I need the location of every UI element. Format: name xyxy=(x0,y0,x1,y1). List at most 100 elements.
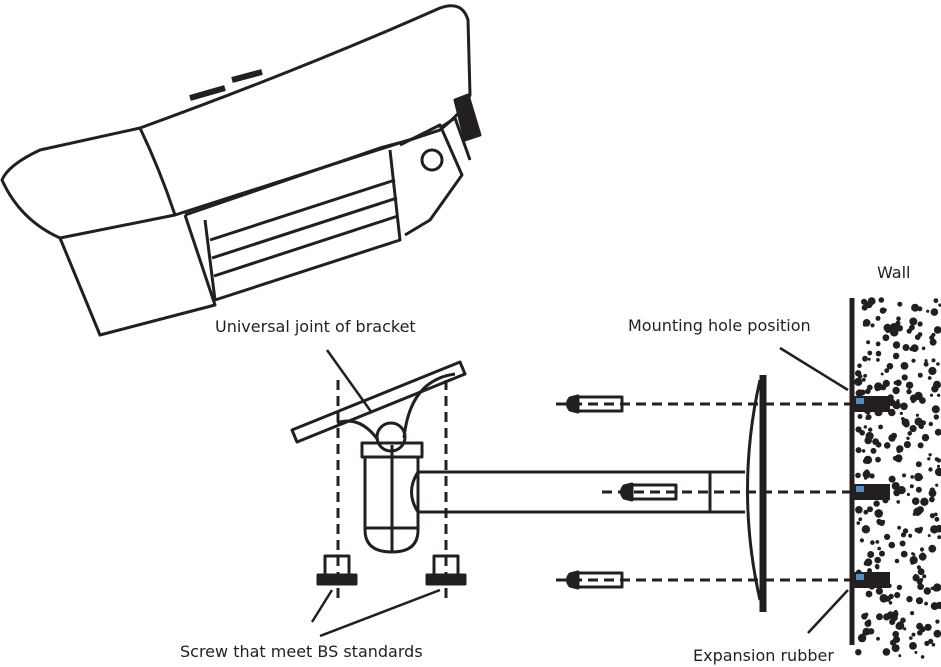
wall-dot xyxy=(918,424,923,429)
wall-dot xyxy=(865,414,872,420)
wall-dot xyxy=(934,467,941,477)
wall-dot xyxy=(896,325,903,332)
wall-dot xyxy=(911,632,916,637)
wall-dot xyxy=(865,431,874,441)
wall-dot xyxy=(875,441,882,448)
wall-dot xyxy=(870,323,875,328)
wall-dot xyxy=(903,441,912,449)
wall-dot xyxy=(937,393,941,397)
wall-dot xyxy=(912,512,916,516)
wall-label: Wall xyxy=(877,263,911,282)
wall-dot xyxy=(857,414,863,419)
wall-dot xyxy=(902,344,910,351)
wall-dot xyxy=(906,328,912,334)
wall-dot xyxy=(894,558,900,564)
wall-dot xyxy=(936,464,941,468)
wall-dot xyxy=(914,417,923,426)
wall-dot xyxy=(900,362,909,370)
wall-dot xyxy=(914,650,918,654)
wall-dot xyxy=(930,586,934,590)
wall-dot xyxy=(906,492,911,497)
wall-dot xyxy=(915,413,920,417)
wall-dot xyxy=(856,521,861,525)
wall-dot xyxy=(864,612,869,617)
wall-dot xyxy=(906,388,912,395)
wall-dot xyxy=(864,303,869,308)
wall-dot xyxy=(931,358,936,363)
wall-dot xyxy=(928,453,932,457)
wall-dot xyxy=(916,565,922,570)
wall-dot xyxy=(918,552,927,561)
wall-dot xyxy=(928,489,937,498)
wall-dot xyxy=(891,482,900,490)
wall-dot xyxy=(930,525,939,534)
wall-dot xyxy=(892,401,901,410)
wall-dot xyxy=(877,521,881,525)
wall-dot xyxy=(927,457,931,461)
wall-dot xyxy=(888,475,896,483)
wall-dot xyxy=(882,334,890,342)
camera-housing xyxy=(0,4,482,337)
wall-dot xyxy=(866,384,873,391)
wall-dot xyxy=(855,447,862,454)
anchor-screw-bottom xyxy=(566,570,624,590)
wall-dot xyxy=(931,332,936,337)
wall-dot xyxy=(930,602,939,611)
wall-dot xyxy=(877,546,881,551)
wall-dot xyxy=(905,381,914,389)
wall-dot xyxy=(911,358,916,363)
wall-dot xyxy=(889,323,899,332)
wall-dot xyxy=(929,513,936,519)
wall-dot xyxy=(900,617,906,624)
wall-dot xyxy=(929,496,935,503)
wall-dot xyxy=(912,574,920,582)
wall-dot xyxy=(896,500,900,504)
wall-dot xyxy=(859,430,865,436)
wall-dot xyxy=(915,486,922,493)
wall-dot xyxy=(895,621,905,630)
wall-dot xyxy=(857,633,867,643)
wall-dot xyxy=(897,525,901,530)
wall-dot xyxy=(865,590,873,598)
wall-dot xyxy=(886,362,894,370)
wall-dot xyxy=(888,601,893,605)
wall-dot xyxy=(869,473,875,479)
wall-dot xyxy=(896,316,901,322)
wall-dot xyxy=(917,583,924,590)
wall-dot xyxy=(927,376,932,380)
wall-dot xyxy=(883,442,891,449)
wall-dot xyxy=(935,619,940,624)
wall-dot xyxy=(911,303,920,312)
wall-dot xyxy=(909,425,917,433)
wall-dot xyxy=(906,436,910,440)
wall-dot xyxy=(917,372,923,378)
wall-dot xyxy=(879,550,885,557)
wall-dot xyxy=(906,595,913,603)
wall-dot xyxy=(866,619,872,624)
wall-dot xyxy=(855,472,861,479)
wall-dot xyxy=(867,357,871,361)
wall-dot xyxy=(933,326,941,334)
wall-dot xyxy=(875,350,882,357)
wall-dot xyxy=(899,540,906,547)
wall-dot xyxy=(888,434,896,442)
wall-dot xyxy=(902,403,907,407)
wall-dot xyxy=(895,322,900,326)
wall-dot xyxy=(923,587,931,595)
wall-dot xyxy=(868,427,873,432)
wall-dot xyxy=(928,638,934,644)
wall-dot xyxy=(911,552,915,556)
wall-dot xyxy=(909,317,918,326)
wall-dot xyxy=(880,372,884,376)
wall-dot xyxy=(889,618,896,626)
wall-dot xyxy=(917,332,923,337)
wall-dot xyxy=(893,456,900,462)
wall-dot xyxy=(862,627,871,636)
wall-dot xyxy=(861,525,871,534)
wall-dot xyxy=(867,568,872,574)
wall-dot xyxy=(862,355,868,362)
wall-dot xyxy=(926,309,930,313)
wall-dot xyxy=(870,447,877,454)
screws xyxy=(316,394,678,590)
wall-dot xyxy=(915,597,924,605)
